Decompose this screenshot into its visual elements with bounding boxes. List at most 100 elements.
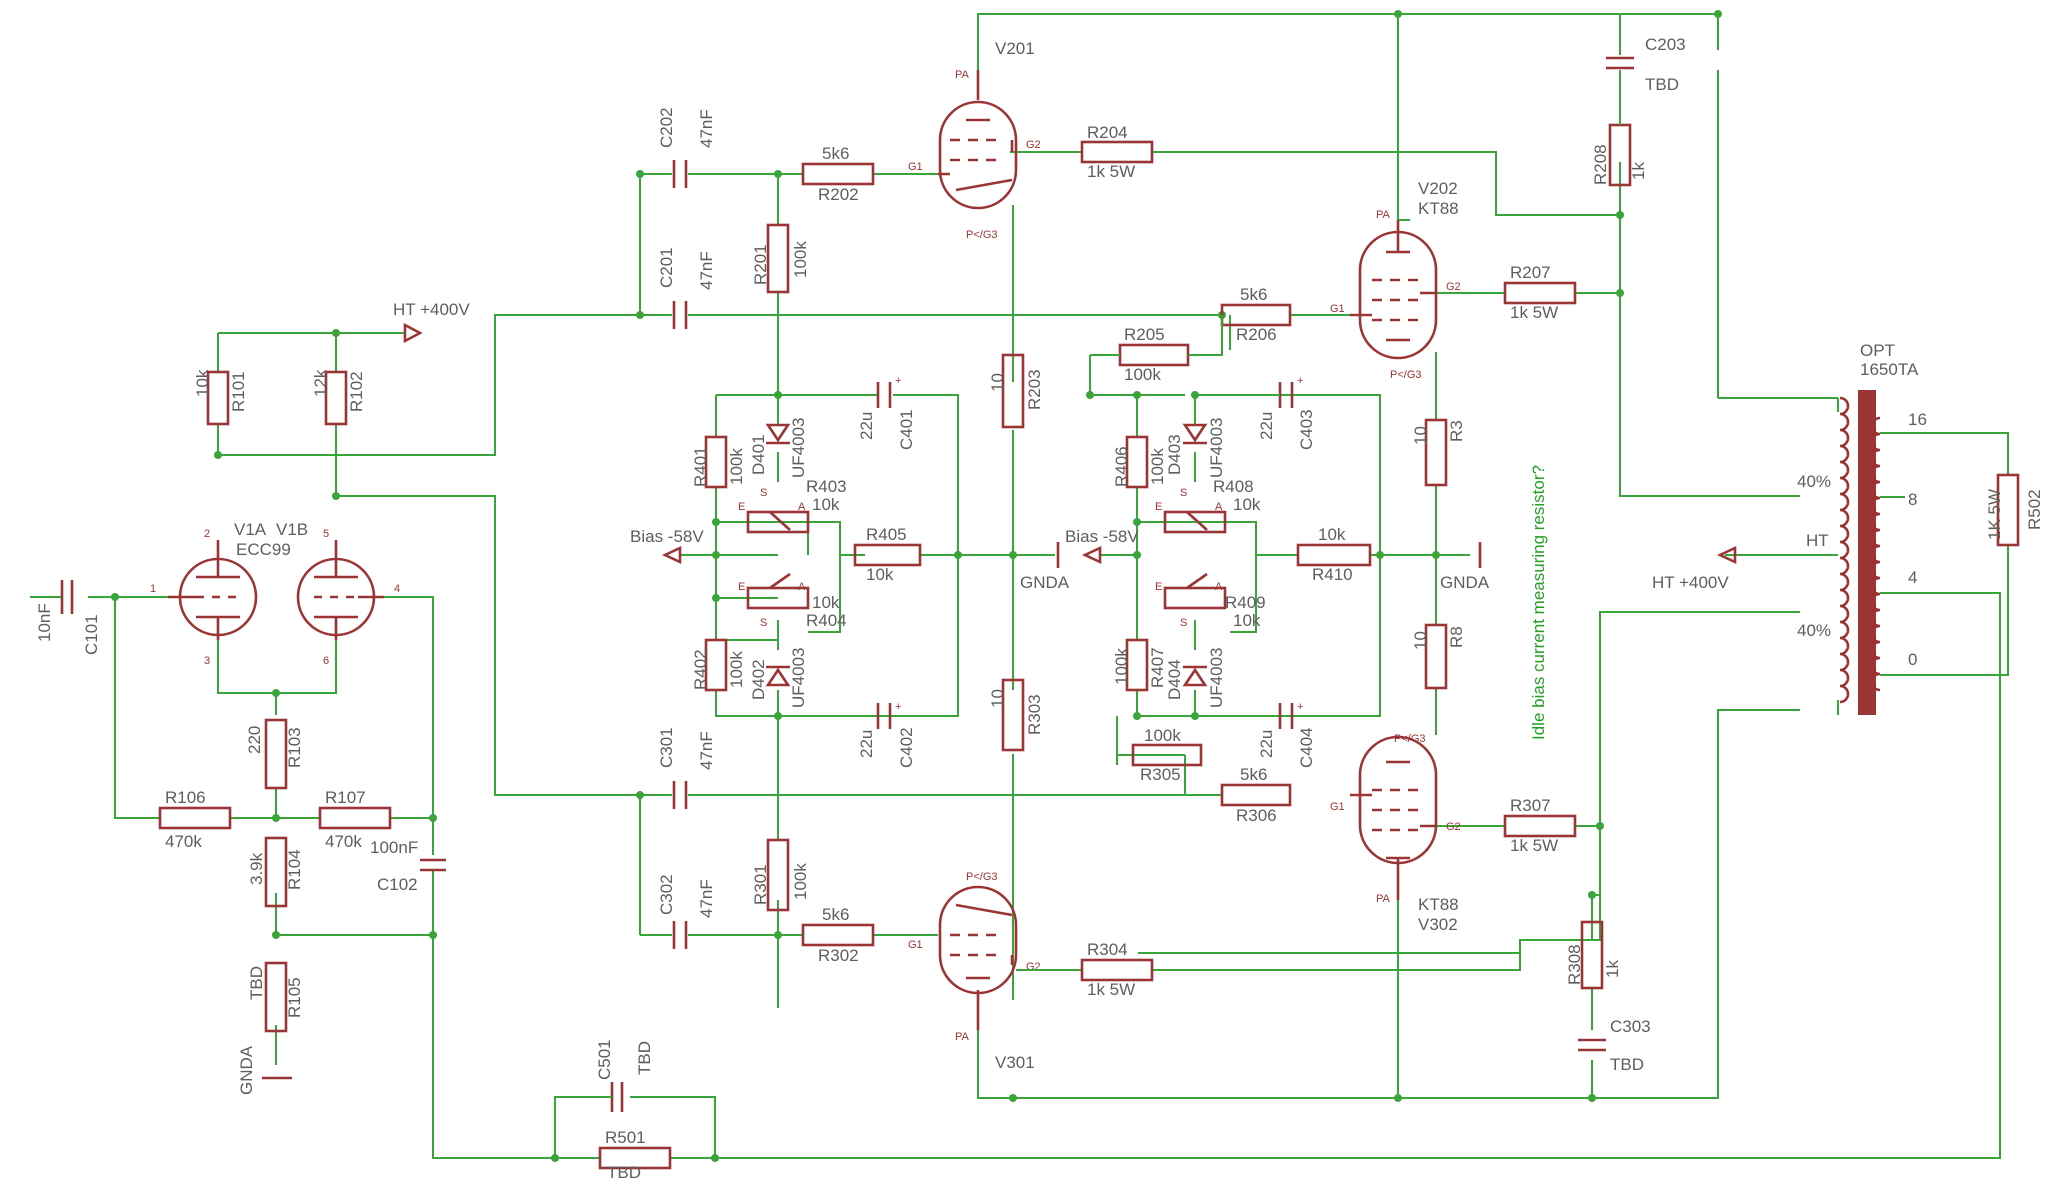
junction-dot <box>636 791 644 799</box>
junction-dot <box>1133 712 1141 720</box>
r402-name: R402 <box>691 649 710 690</box>
r307-value: 1k 5W <box>1510 836 1558 855</box>
r502-name: R502 <box>2025 489 2044 530</box>
r403-a: A <box>798 501 806 513</box>
bias-note: Idle bias current measuring resistor? <box>1529 465 1548 740</box>
junction-dot <box>774 170 782 178</box>
r208-name: R208 <box>1591 144 1610 185</box>
pin-5: 5 <box>323 528 329 540</box>
junction-dot <box>636 311 644 319</box>
tap-4: 4 <box>1908 568 1917 587</box>
r408-s: S <box>1180 487 1187 499</box>
junction-dot <box>272 931 280 939</box>
c403-name: C403 <box>1297 409 1316 450</box>
v202-g1: G1 <box>1330 303 1345 315</box>
r407-body <box>1125 638 1149 692</box>
v202-pg3: P</G3 <box>1390 369 1422 381</box>
gnda-label-3: GNDA <box>1440 573 1490 592</box>
v302-g2: G2 <box>1446 821 1461 833</box>
r201-value: 100k <box>791 241 810 278</box>
r404-a: A <box>798 581 806 593</box>
r302-name: R302 <box>818 946 859 965</box>
r107-body <box>318 806 392 830</box>
r105-name: R105 <box>285 977 304 1018</box>
r106-name: R106 <box>165 788 206 807</box>
r304-value: 1k 5W <box>1087 980 1135 999</box>
r406-value: 100k <box>1148 448 1167 485</box>
junction-dot <box>429 931 437 939</box>
v302-pg3: P</G3 <box>1394 733 1426 745</box>
wires <box>88 13 2009 1159</box>
r402-body <box>704 638 728 692</box>
r107-value: 470k <box>325 832 362 851</box>
c203-name: C203 <box>1645 35 1686 54</box>
r8-value: 10 <box>1411 631 1430 650</box>
r305-body <box>1131 743 1203 767</box>
junction-dot <box>1086 391 1094 399</box>
junction-dot <box>551 1154 559 1162</box>
r308-value: 1k <box>1603 960 1622 978</box>
junction-dot <box>272 689 280 697</box>
r408-e: E <box>1155 501 1162 513</box>
v1-type: ECC99 <box>236 540 291 559</box>
bias-label-left: Bias -58V <box>630 527 704 546</box>
bias-right: R406 100k 100k R407 D403 UF4003 D404 UF4… <box>1065 375 1490 768</box>
r401-value: 100k <box>727 448 746 485</box>
v1b-label: V1B <box>276 520 308 539</box>
r405-name: R405 <box>866 525 907 544</box>
c404-name: C404 <box>1297 727 1316 768</box>
r409-body <box>1163 586 1227 610</box>
v1a-label: V1A <box>234 520 267 539</box>
r406-body <box>1125 435 1149 489</box>
r202-value: 5k6 <box>822 144 849 163</box>
r409-e: E <box>1155 581 1162 593</box>
r403-s: S <box>760 487 767 499</box>
r101-body <box>206 370 230 426</box>
c401-name: C401 <box>897 409 916 450</box>
junction-dot <box>214 451 222 459</box>
d404-value: UF4003 <box>1207 648 1226 708</box>
r102-value: 12k <box>311 369 330 397</box>
coupling-network: C202 47nF C201 47nF C301 47nF C302 47nF … <box>657 107 1292 965</box>
opt-tap-lower: 40% <box>1797 621 1831 640</box>
c401-plus: + <box>895 375 901 387</box>
v201-g1: G1 <box>908 161 923 173</box>
opt-tap-upper: 40% <box>1797 472 1831 491</box>
r404-name: R404 <box>806 611 847 630</box>
r207-body <box>1503 281 1577 305</box>
r203-value: 10 <box>988 373 1007 392</box>
r105-body <box>264 961 288 1033</box>
c301-value: 47nF <box>697 731 716 770</box>
d404-name: D404 <box>1165 659 1184 700</box>
r502-body <box>1996 473 2020 547</box>
r404-body <box>746 586 810 610</box>
r301-body <box>766 838 790 912</box>
r308-body <box>1580 920 1604 990</box>
r102-body <box>324 370 348 426</box>
v201-g2: G2 <box>1026 139 1041 151</box>
v302-g1: G1 <box>1330 801 1345 813</box>
r201-body <box>766 223 790 294</box>
junction-dot <box>1133 391 1141 399</box>
c303-value: TBD <box>1610 1055 1644 1074</box>
c202-name: C202 <box>657 107 676 148</box>
r306-name: R306 <box>1236 806 1277 825</box>
c201-value: 47nF <box>697 251 716 290</box>
r304-body <box>1080 958 1154 982</box>
c401-value: 22u <box>857 412 876 440</box>
gnda-label-2: GNDA <box>1020 573 1070 592</box>
v201-tube: PA G1 G2 P</G3 V201 <box>908 39 1041 241</box>
v301-name: V301 <box>995 1053 1035 1072</box>
pin-4: 4 <box>394 583 400 595</box>
v202-g2: G2 <box>1446 281 1461 293</box>
r8-body <box>1424 623 1448 690</box>
r103-value: 220 <box>245 726 264 754</box>
v202-type: KT88 <box>1418 199 1459 218</box>
gnda-label-1: GNDA <box>237 1045 256 1095</box>
v302-tube: PA G1 G2 P</G3 KT88 V302 <box>1330 733 1461 934</box>
r404-s: S <box>760 617 767 629</box>
r205-value: 100k <box>1124 365 1161 384</box>
r402-value: 100k <box>727 651 746 688</box>
r307-name: R307 <box>1510 796 1551 815</box>
